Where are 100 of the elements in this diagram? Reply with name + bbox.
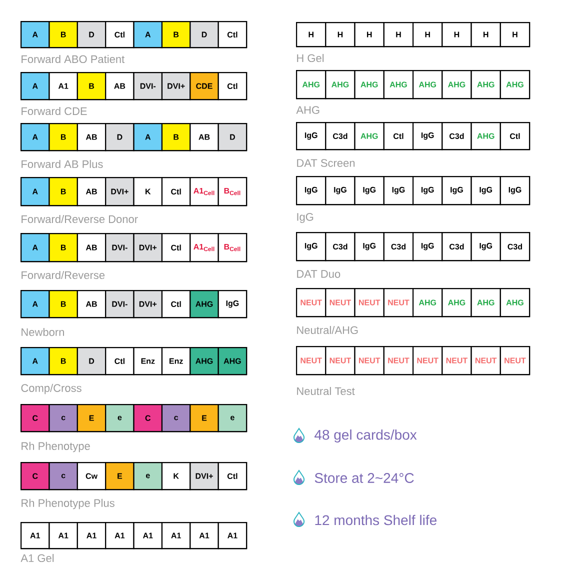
strip-caption: AHG [296,106,320,114]
strip-cell: A1 [105,522,134,550]
strip-cell: A1 [76,522,106,550]
strip-cell: AHG [500,70,530,100]
strip-cell: NEUT [383,288,414,318]
strip-cell: AB [76,177,106,206]
strip-cell: AHG [296,70,326,100]
strip-cell: C [133,404,163,432]
strip-caption: IgG [297,213,314,223]
strip-cell: AHG [442,70,472,100]
strip-cell: D [190,21,219,48]
strip-cell: A [20,347,50,376]
strip-cell: H [383,22,414,48]
strip-cell: C3d [442,232,472,262]
strip-cell: C3d [442,122,472,150]
strip-cell: H [296,22,326,48]
strip-cell: Ctl [161,233,191,262]
strip-cell: D [105,123,134,152]
strip-cell: Ctl [218,21,248,48]
strip-cell: NEUT [442,346,472,376]
strip-cell: IgG [470,176,501,206]
strip-cell: c [48,404,78,432]
strip-cell: A [133,21,163,48]
strip-cell: E [105,462,134,490]
strip-cell: AHG [325,70,356,100]
strip-caption: Neutral/AHG [297,326,358,334]
strip-cell: C [20,462,50,490]
strip-cell: A1 [190,522,219,550]
strip-cell: NEUT [325,288,356,318]
strip-cell: A1$_{Cell}$ [190,177,219,206]
strip-cell: A1 [218,522,248,550]
strip-cell: Ctl [105,347,134,376]
strip-cell: B [48,177,78,206]
strip-cell: AHG [354,122,384,150]
strip-cell: A [20,290,50,318]
strip-caption: Comp/Cross [21,384,82,394]
strip-cell: A [20,21,50,48]
strip-cell: NEUT [325,346,356,376]
strip-cell: Ctl [218,462,248,490]
strip-cell: DVI- [105,290,134,318]
strip-cell: e [133,462,163,490]
strip-cell: H [500,22,530,48]
strip-cell: C [20,404,50,432]
strip-cell: NEUT [470,346,501,376]
strip-cell: B [48,233,78,262]
strip-cell: NEUT [354,346,384,376]
strip-cell: Enz [161,347,191,376]
strip-cell: e [218,404,248,432]
strip-cell: AHG [470,70,501,100]
strip-cell: AHG [190,290,219,318]
strip-cell: NEUT [296,346,326,376]
strip-caption: Forward ABO Patient [22,54,125,64]
strip-cell: Ctl [161,290,191,318]
strip-cell: IgG [500,176,530,206]
strip-caption: DAT Duo [297,270,340,278]
strip-cell: B [76,72,106,100]
strip-caption: H Gel [297,54,324,62]
strip-cell: A [133,123,163,152]
strip-cell: AB [190,123,219,152]
feature-text: 48 gel cards/box [314,429,417,443]
strip-cell: A1 [133,522,163,550]
strip-cell: NEUT [412,346,443,376]
strip-cell: IgG [218,290,248,318]
strip-cell: B [48,123,78,152]
strip-cell: A1 [161,522,191,550]
strip-cell: e [105,404,134,432]
strip-caption: Forward/Reverse Donor [22,214,138,224]
strip-cell: A1 [48,522,78,550]
strip-cell: AHG [470,288,501,318]
strip-caption: Forward AB Plus [22,160,103,168]
strip-cell: Cw [76,462,106,490]
strip-cell: A [20,233,50,262]
strip-cell: AB [105,72,134,100]
strip-caption: Rh Phenotype Plus [22,498,114,510]
strip-cell: B [161,123,191,152]
strip-cell: DVI+ [190,462,219,490]
strip-cell: IgG [325,176,356,206]
strip-cell: B [48,347,78,376]
strip-cell: AHG [412,288,443,318]
strip-cell: A1 [20,522,50,550]
strip-cell: IgG [383,176,414,206]
strip-cell: NEUT [383,346,414,376]
strip-cell: c [161,404,191,432]
strip-cell: IgG [442,176,472,206]
strip-cell: K [133,177,163,206]
strip-cell: Ctl [105,21,134,48]
strip-cell: B$_{Cell}$ [218,177,248,206]
strip-cell: C3d [500,232,530,262]
strip-cell: IgG [354,232,384,262]
strip-cell: Enz [133,347,163,376]
strip-cell: H [325,22,356,48]
strip-cell: CDE [190,72,219,100]
strip-cell: DVI- [133,72,163,100]
strip-caption: DAT Screen [297,159,355,167]
strip-cell: AHG [354,70,384,100]
strip-cell: AHG [500,288,530,318]
strip-caption: Forward CDE [22,106,87,116]
strip-cell: IgG [412,232,443,262]
feature-text: Store at 2~24°C [314,473,414,483]
strip-cell: AHG [442,288,472,318]
